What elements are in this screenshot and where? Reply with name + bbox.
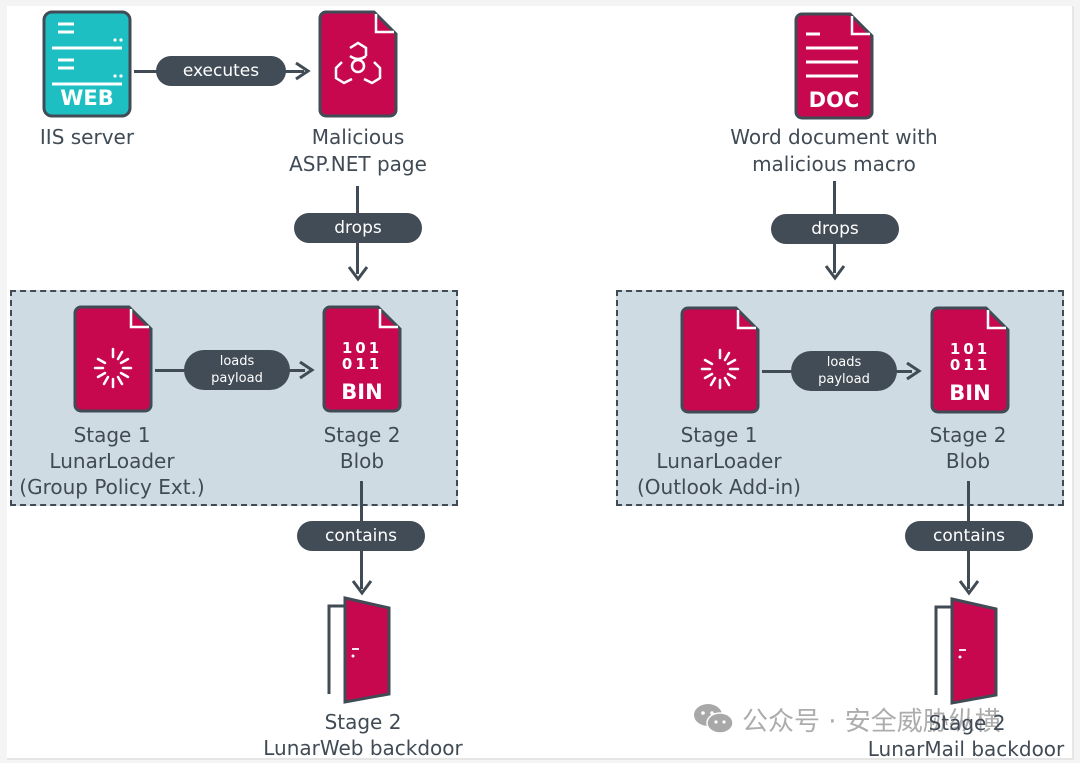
wechat-icon: [694, 704, 734, 734]
blob-label-line1: Stage 2: [323, 423, 401, 447]
backdoor-label-line1: Stage 2: [928, 711, 1006, 735]
stage1-label-line2: LunarLoader: [49, 449, 175, 473]
arrowhead-icon: [347, 266, 369, 282]
stage1-label-line2: LunarLoader: [656, 449, 782, 473]
backdoor-label-line1: Stage 2: [324, 710, 402, 734]
web-server-icon-text: WEB: [60, 86, 114, 110]
arrowhead-icon: [824, 265, 846, 281]
blob-label-line2: Blob: [339, 449, 385, 473]
backdoor-label-line2: LunarWeb backdoor: [263, 736, 463, 760]
loads-payload-line1: loads: [826, 355, 862, 370]
arrowhead-icon: [351, 580, 373, 596]
backdoor-label-line2: LunarMail backdoor: [867, 737, 1065, 761]
malicious-page-label-line1: Malicious: [311, 125, 405, 149]
web-server-icon: [42, 10, 132, 118]
loads-payload-line1: loads: [219, 354, 255, 369]
malicious-page-label-line2: ASP.NET page: [289, 152, 427, 176]
arrowhead-icon: [906, 361, 922, 381]
doc-icon-text: DOC: [808, 88, 860, 112]
word-doc-label-line2: malicious macro: [752, 152, 916, 176]
contains-edge-label: contains: [297, 521, 425, 551]
executes-edge-label: executes: [156, 56, 286, 86]
drops-edge-label: drops: [771, 214, 899, 244]
word-doc-label-line1: Word document with: [730, 125, 938, 149]
blob-bits-line2: 011: [949, 356, 991, 374]
stage1-label-line3: (Outlook Add-in): [636, 475, 801, 499]
blob-bits-line1: 101: [341, 339, 383, 357]
open-door-icon: [934, 597, 998, 705]
stage1-label-line1: Stage 1: [680, 423, 758, 447]
blob-bits-line1: 101: [949, 340, 991, 358]
blob-label-line2: Blob: [945, 449, 991, 473]
binary-file-icon: [930, 306, 1010, 414]
blob-label-line1: Stage 2: [929, 423, 1007, 447]
arrowhead-icon: [295, 61, 311, 81]
iis-server-label: IIS server: [39, 125, 135, 149]
loads-payload-edge-label: loads payload: [184, 350, 290, 390]
blob-icon-text: BIN: [341, 380, 383, 404]
contains-edge-label: contains: [905, 521, 1033, 551]
doc-file-icon: [794, 12, 874, 120]
stage1-label-line1: Stage 1: [73, 423, 151, 447]
drops-edge-label: drops: [294, 213, 422, 243]
stage1-label-line3: (Group Policy Ext.): [19, 475, 205, 499]
binary-file-icon: [322, 305, 402, 413]
watermark-text: 公众号 · 安全威胁纵横: [742, 707, 1001, 737]
blob-icon-text: BIN: [949, 381, 991, 405]
open-door-icon: [327, 596, 391, 704]
arrowhead-icon: [299, 360, 315, 380]
blob-bits-line2: 011: [341, 355, 383, 373]
loads-payload-line2: payload: [818, 372, 870, 387]
loads-payload-edge-label: loads payload: [791, 351, 897, 391]
arrowhead-icon: [958, 580, 980, 596]
biohazard-file-icon: [318, 10, 398, 118]
loader-file-icon: [73, 305, 153, 413]
loads-payload-line2: payload: [211, 371, 263, 386]
loader-file-icon: [680, 306, 760, 414]
